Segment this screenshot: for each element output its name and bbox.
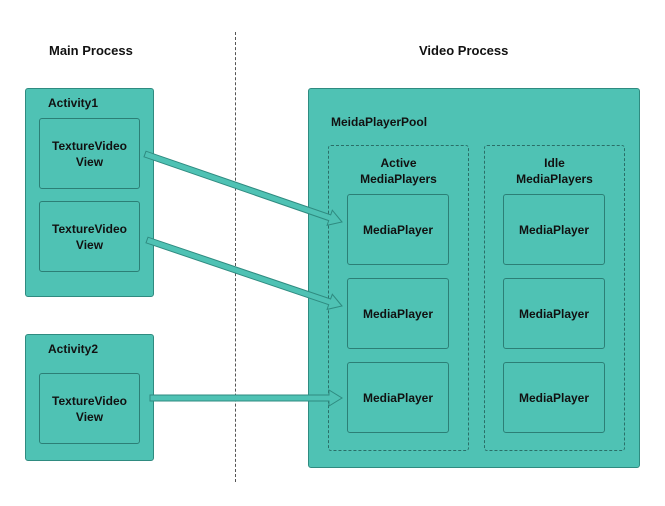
pool-label: MeidaPlayerPool [331,115,428,129]
activity2-box[interactable]: Activity2 TextureVideoView [25,334,154,461]
idle-media-player-1[interactable]: MediaPlayer [503,194,605,265]
activity2-label: Activity2 [48,342,99,356]
media-player-label: MediaPlayer [362,390,434,405]
media-player-pool[interactable]: MeidaPlayerPool Active MediaPlayers Medi… [308,88,640,468]
media-player-label: MediaPlayer [518,390,590,405]
active-group-label: Active MediaPlayers [360,156,437,186]
texture-video-view-1[interactable]: TextureVideoView [39,118,140,189]
active-media-players-group[interactable]: Active MediaPlayers MediaPlayer MediaPla… [328,145,469,451]
process-divider [235,32,236,482]
texture-video-view-2[interactable]: TextureVideoView [39,201,140,272]
idle-media-player-2[interactable]: MediaPlayer [503,278,605,349]
texture-video-view-3[interactable]: TextureVideoView [39,373,140,444]
idle-media-players-group[interactable]: Idle MediaPlayers MediaPlayer MediaPlaye… [484,145,625,451]
activity1-box[interactable]: Activity1 TextureVideoView TextureVideoV… [25,88,154,297]
activity1-label: Activity1 [48,96,99,110]
active-media-player-1[interactable]: MediaPlayer [347,194,449,265]
media-player-label: MediaPlayer [362,306,434,321]
texture-video-view-label: TextureVideoView [52,138,127,169]
main-process-title: Main Process [49,43,133,58]
texture-video-view-label: TextureVideoView [52,221,127,252]
idle-group-label: Idle MediaPlayers [516,156,593,186]
media-player-label: MediaPlayer [362,222,434,237]
active-media-player-3[interactable]: MediaPlayer [347,362,449,433]
video-process-title: Video Process [419,43,509,58]
texture-video-view-label: TextureVideoView [52,393,127,424]
idle-media-player-3[interactable]: MediaPlayer [503,362,605,433]
media-player-label: MediaPlayer [518,222,590,237]
active-media-player-2[interactable]: MediaPlayer [347,278,449,349]
media-player-label: MediaPlayer [518,306,590,321]
